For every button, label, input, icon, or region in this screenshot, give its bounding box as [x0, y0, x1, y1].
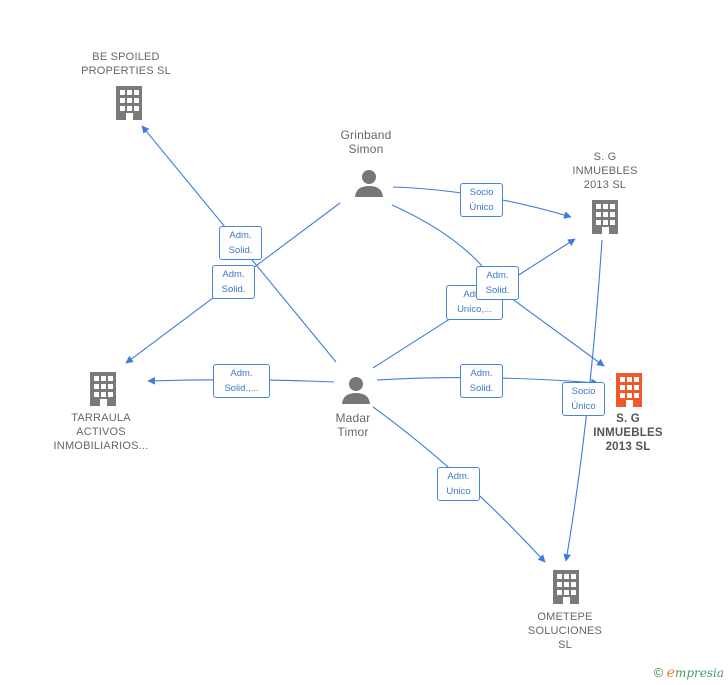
edge-label-adm-solid-etc[interactable]: Adm. Solid.,...	[213, 364, 270, 398]
building-icon-focus	[616, 373, 642, 407]
node-label-tarraula[interactable]: TARRAULA ACTIVOS INMOBILIARIOS...	[53, 412, 149, 452]
brand-name: mpresia	[674, 666, 724, 680]
edge-label-adm-solid[interactable]: Adm. Solid.	[460, 364, 503, 398]
copyright-icon: ©	[653, 665, 664, 680]
node-label-madar[interactable]: Madar Timor	[335, 411, 371, 439]
node-label-be-spoiled[interactable]: BE SPOILED PROPERTIES SL	[81, 51, 171, 77]
node-label-sg-focus[interactable]: S. G INMUEBLES 2013 SL	[593, 413, 663, 453]
edge-label-adm-solid[interactable]: Adm. Solid.	[476, 266, 519, 300]
node-label-grinband[interactable]: Grinband Simon	[340, 128, 392, 156]
brand-initial: e	[666, 665, 675, 681]
person-icon	[355, 170, 383, 197]
edge-label-adm-unico[interactable]: Adm. Unico	[437, 467, 480, 501]
building-icon	[592, 200, 618, 234]
node-label-ometepe[interactable]: OMETEPE SOLUCIONES SL	[527, 611, 603, 651]
building-icon	[90, 372, 116, 406]
edge-label-socio-unico[interactable]: Socio Único	[562, 382, 605, 416]
person-icon	[342, 377, 370, 404]
building-icon	[116, 86, 142, 120]
empresia-brand[interactable]: © empresia	[654, 665, 724, 681]
node-label-sg-top[interactable]: S. G INMUEBLES 2013 SL	[572, 151, 638, 191]
edge-label-adm-solid[interactable]: Adm. Solid.	[212, 265, 255, 299]
building-icon	[553, 570, 579, 604]
edge-label-socio-unico[interactable]: Socio Único	[460, 183, 503, 217]
edge-label-adm-solid[interactable]: Adm. Solid.	[219, 226, 262, 260]
